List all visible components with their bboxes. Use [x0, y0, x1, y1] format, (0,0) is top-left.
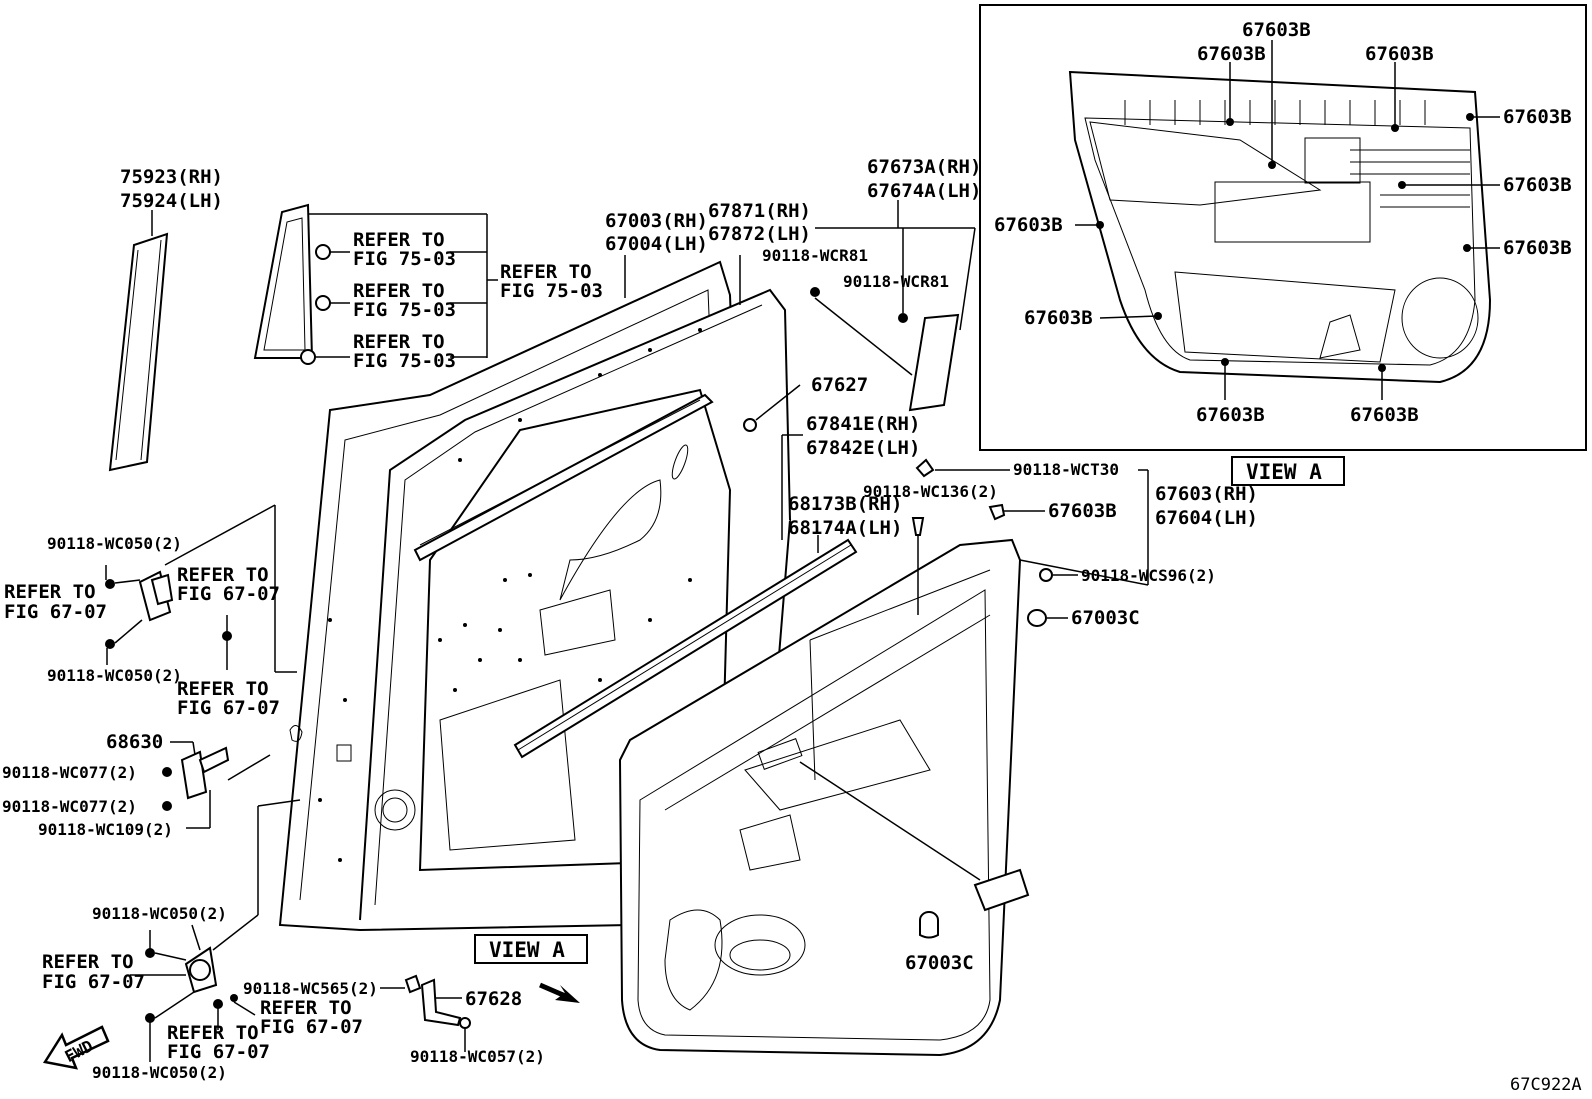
part-label-67004: 67004(LH) — [605, 233, 708, 255]
inset-part-label: 67603B — [1196, 404, 1265, 426]
fwd-arrow-icon: FWD — [42, 1025, 110, 1070]
part-label-67674: 67674A(LH) — [867, 180, 981, 202]
part-label-67604: 67604(LH) — [1155, 507, 1258, 529]
part-label-67003c: 67003C — [1071, 607, 1140, 629]
refer-to-label: REFER TO — [167, 1022, 259, 1044]
part-label-wc136: 90118-WC136(2) — [863, 482, 998, 501]
part-label-wc050: 90118-WC050(2) — [92, 1063, 227, 1082]
part-label-67841: 67841E(RH) — [806, 413, 920, 435]
part-75923-strip — [108, 210, 169, 472]
refer-fig-label: FIG 67-07 — [4, 601, 107, 623]
refer-fig-label: FIG 67-07 — [177, 697, 280, 719]
part-label-67003: 67003(RH) — [605, 210, 708, 232]
inset-part-label: 67603B — [1503, 174, 1572, 196]
door-trim-piece — [973, 868, 1030, 912]
part-label-67871: 67871(RH) — [708, 200, 811, 222]
part-label-wc077: 90118-WC077(2) — [2, 797, 137, 816]
part-label-67628: 67628 — [465, 988, 522, 1010]
clip-wct30 — [915, 458, 1149, 586]
part-label-68173: 68173B(RH) — [788, 493, 902, 515]
refer-to-label: REFER TO — [42, 951, 134, 973]
refer-to-label: REFER TO — [353, 331, 445, 353]
part-label-67627: 67627 — [811, 374, 868, 396]
part-label-67603b: 67603B — [1048, 500, 1117, 522]
part-label-wc050: 90118-WC050(2) — [47, 666, 182, 685]
bracket-67628 — [380, 974, 471, 1052]
part-label-wct30: 90118-WCT30 — [1013, 460, 1119, 479]
part-label-wcr81: 90118-WCR81 — [762, 246, 868, 265]
refer-to-label: REFER TO — [500, 261, 592, 283]
view-a-inset: 67603B 67603B 67603B 67603B 67603B 67603… — [979, 4, 1587, 451]
part-label-68630: 68630 — [106, 731, 163, 753]
part-label-wc050: 90118-WC050(2) — [47, 534, 182, 553]
part-label-75923: 75923(RH) — [120, 166, 223, 188]
view-a-inset-tag: VIEW A — [1231, 456, 1345, 486]
svg-text:VIEW A: VIEW A — [489, 938, 565, 962]
part-label-wcs96: 90118-WCS96(2) — [1081, 566, 1216, 585]
part-label-67603: 67603(RH) — [1155, 483, 1258, 505]
clip-wc136 — [911, 517, 925, 615]
part-label-67003c: 67003C — [905, 952, 974, 974]
svg-text:VIEW A: VIEW A — [1246, 460, 1322, 484]
part-label-67872: 67872(LH) — [708, 223, 811, 245]
clip-wcs96 — [1039, 568, 1078, 582]
part-label-wc057: 90118-WC057(2) — [410, 1047, 545, 1066]
part-label-wc050: 90118-WC050(2) — [92, 904, 227, 923]
inset-part-label: 67603B — [1365, 43, 1434, 65]
part-label-wc565: 90118-WC565(2) — [243, 979, 378, 998]
lower-hinge — [130, 799, 301, 1062]
part-label-67842: 67842E(LH) — [806, 437, 920, 459]
refer-to-label: REFER TO — [353, 229, 445, 251]
cap-67003c-a — [1027, 609, 1068, 627]
part-label-75924: 75924(LH) — [120, 190, 223, 212]
door-check-68630 — [162, 741, 271, 829]
diagram-id: 67C922A — [1510, 1075, 1582, 1095]
inset-part-label: 67603B — [1503, 237, 1572, 259]
inset-part-label: 67603B — [1197, 43, 1266, 65]
refer-fig-label: FIG 75-03 — [353, 248, 456, 270]
refer-to-label: REFER TO — [260, 997, 352, 1019]
refer-fig-label: FIG 67-07 — [177, 583, 280, 605]
refer-fig-label: FIG 75-03 — [353, 299, 456, 321]
refer-to-label: REFER TO — [177, 564, 269, 586]
inset-part-label: 67603B — [1503, 106, 1572, 128]
part-label-67673: 67673A(RH) — [867, 156, 981, 178]
clip-67603b — [988, 503, 1045, 521]
inset-part-label: 67603B — [1242, 19, 1311, 41]
refer-to-label: REFER TO — [353, 280, 445, 302]
refer-fig-label: FIG 67-07 — [167, 1041, 270, 1063]
view-a-callout: VIEW A — [474, 934, 588, 1003]
inset-part-label: 67603B — [994, 214, 1063, 236]
refer-fig-label: FIG 75-03 — [353, 350, 456, 372]
cap-67003c-b — [919, 911, 939, 939]
part-label-68174: 68174A(LH) — [788, 517, 902, 539]
refer-to-label: REFER TO — [4, 581, 96, 603]
part-67673-panel — [810, 200, 976, 412]
refer-fig-label: FIG 67-07 — [260, 1016, 363, 1038]
refer-to-label: REFER TO — [177, 678, 269, 700]
inset-part-label: 67603B — [1350, 404, 1419, 426]
part-label-wc077: 90118-WC077(2) — [2, 763, 137, 782]
part-67627-clip — [743, 384, 801, 432]
part-label-wc109: 90118-WC109(2) — [38, 820, 173, 839]
quarter-window-frame — [253, 203, 498, 365]
inset-part-label: 67603B — [1024, 307, 1093, 329]
upper-hinge — [105, 504, 297, 673]
belt-molding-68173 — [513, 535, 858, 759]
refer-fig-label: FIG 75-03 — [500, 280, 603, 302]
refer-fig-label: FIG 67-07 — [42, 971, 145, 993]
part-label-wcr81: 90118-WCR81 — [843, 272, 949, 291]
